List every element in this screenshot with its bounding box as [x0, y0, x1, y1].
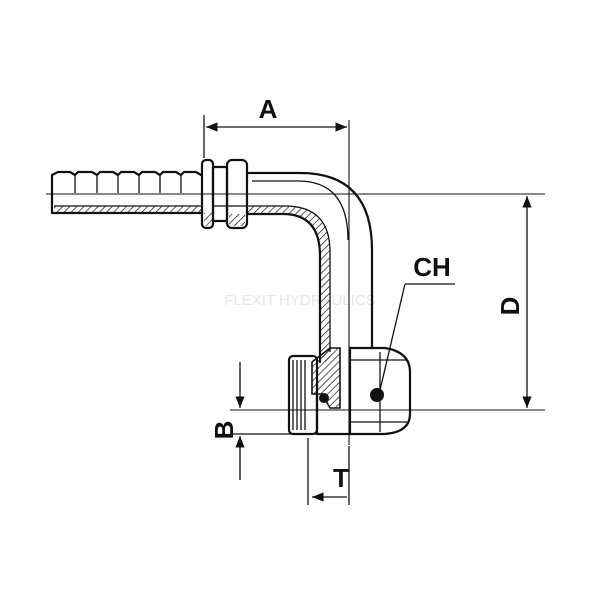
label-b: B: [209, 421, 239, 440]
bent-tube: [245, 171, 374, 364]
label-a: A: [259, 94, 278, 124]
label-d: D: [495, 297, 525, 316]
label-t: T: [333, 463, 349, 493]
center-lines: [46, 120, 545, 445]
swivel-nut: [287, 346, 412, 436]
dimension-d: D: [495, 196, 532, 408]
o-ring-left: [319, 393, 329, 403]
label-ch: CH: [413, 252, 451, 282]
o-ring-right: [370, 388, 384, 402]
dimension-ch: CH: [379, 252, 455, 391]
watermark-text: FLEXIT HYDRAULICS: [224, 292, 375, 309]
dimension-a: A: [203, 94, 347, 158]
hose-tail: [50, 170, 204, 215]
dimension-t: T: [307, 438, 350, 505]
dimension-b: B: [209, 362, 317, 480]
